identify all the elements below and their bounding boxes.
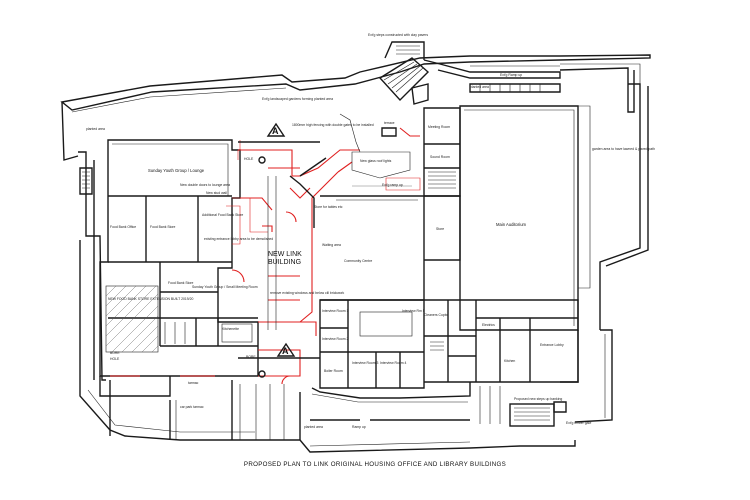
section-marker-top xyxy=(238,122,320,143)
label-sunday-small: Sunday Youth Group / Small Meeting Room xyxy=(192,285,258,289)
label-store-tables: Store for tables etc xyxy=(314,205,343,209)
label-interview-4: Interview Room 4 xyxy=(380,361,406,365)
label-ext-steps: Ext'g steps constructed with clay pavers xyxy=(368,33,428,37)
label-ext-ramp-up: Ext'g ramp up xyxy=(382,183,403,187)
note-heat-stud: New stud wall xyxy=(206,191,227,195)
label-interview-1: Interview Room 1 xyxy=(322,309,348,313)
note-hole-2: HOLE xyxy=(110,357,120,361)
note-section-a-bottom: A xyxy=(282,346,289,356)
label-building: BUILDING xyxy=(268,259,301,266)
steps-top xyxy=(378,57,430,105)
label-store: Store xyxy=(436,227,444,231)
note-ext-garden: Ext'g landscaped gardens forming planted… xyxy=(262,97,333,101)
note-remove: remove existing windows and below cill b… xyxy=(270,291,345,295)
label-tarmac: tarmac xyxy=(188,381,199,385)
label-community-centre: Community Centre xyxy=(344,259,372,263)
label-ramp-up-top: Ext'g Ramp up xyxy=(500,73,522,77)
label-sound-room: Sound Room xyxy=(430,155,450,159)
label-proposed-steps: Proposed new steps up banking xyxy=(514,397,562,401)
note-new-double-doors: New double doors to lounge area xyxy=(180,183,230,187)
label-waiting: Waiting area xyxy=(322,243,341,247)
room-labels: Sunday Youth Group / Lounge Food Bank Of… xyxy=(108,33,591,429)
link-building xyxy=(231,140,360,385)
bottom-walks xyxy=(109,380,470,440)
label-food-bank-store: Food Bank Store xyxy=(150,225,176,229)
note-existing-rm: existing entrance lobby area to be demol… xyxy=(204,237,273,241)
label-cleaners: Cleaners Cupbd xyxy=(424,313,449,317)
label-interview-2: Interview Room 2 xyxy=(322,337,348,341)
label-electrics: Electrics xyxy=(482,323,495,327)
label-kitchenette: Kitchenette xyxy=(222,327,239,331)
note-bore-1: BORE xyxy=(110,351,120,355)
section-marker-bottom xyxy=(238,342,320,359)
label-sunday-lounge: Sunday Youth Group / Lounge xyxy=(148,168,205,173)
annotations: HOLE BORE HOLE BORE A A New stud wall re… xyxy=(86,85,655,429)
label-kitchen: Kitchen xyxy=(504,359,515,363)
right-building xyxy=(311,105,591,427)
drawing-caption: PROPOSED PLAN TO LINK ORIGINAL HOUSING O… xyxy=(244,461,506,468)
label-car-park: car park tarmac xyxy=(180,405,204,409)
note-bore-2: BORE xyxy=(246,355,256,359)
note-section-a-top: A xyxy=(272,126,279,136)
label-main-auditorium: Main Auditorium xyxy=(496,222,527,227)
note-terrace: terrace xyxy=(384,121,395,125)
glass-roof-area xyxy=(339,113,421,191)
note-planted-2: planted area xyxy=(470,85,489,89)
label-food-bank-store-2: Food Bank Store xyxy=(168,281,194,285)
site-boundary xyxy=(60,41,651,453)
note-garden: garden area to have lawned & paved path xyxy=(592,147,655,151)
label-additional-store: Additional Food Bank Store xyxy=(202,213,243,217)
label-new-food-bank: NEW FOOD BANK STORE EXTENSION BUILT 2019… xyxy=(108,297,193,301)
left-building xyxy=(79,139,268,397)
note-glass: New glass roof lights xyxy=(360,159,392,163)
label-boiler-room: Boiler Room xyxy=(324,369,343,373)
note-hedge: 1800mm high fencing with double gates to… xyxy=(292,123,374,127)
note-hole-1: HOLE xyxy=(244,157,254,161)
label-food-bank-office: Food Bank Office xyxy=(110,225,136,229)
label-interview-5: Interview Rm 5 xyxy=(402,309,425,313)
label-interview-3: Interview Room 3 xyxy=(352,361,378,365)
note-planted-3: planted area xyxy=(304,425,323,429)
label-entrance-lobby: Entrance Lobby xyxy=(540,343,564,347)
label-new-link: NEW LINK xyxy=(268,251,302,258)
label-garden-gate: Ext'g timber gate xyxy=(566,421,591,425)
label-ramp-up: Ramp up xyxy=(352,425,366,429)
note-planted: planted area xyxy=(86,127,105,131)
label-meeting-room: Meeting Room xyxy=(428,125,450,129)
